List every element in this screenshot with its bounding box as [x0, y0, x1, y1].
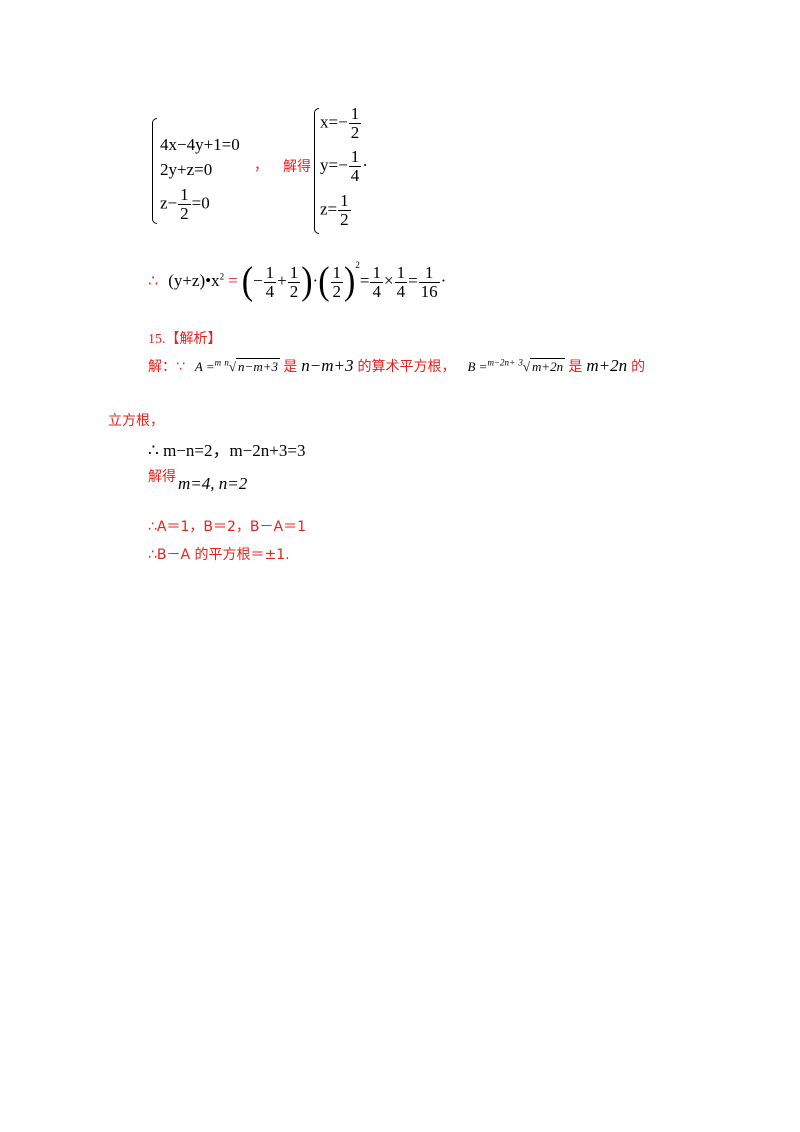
equation-3-left: z− — [160, 193, 178, 213]
section-heading: 15.【解析】 — [148, 328, 222, 348]
A-index-1: m — [214, 357, 222, 368]
minus-sign: − — [253, 271, 263, 290]
solution-intro: 解：∵ — [148, 359, 185, 375]
solution-continuation: 立方根， — [108, 413, 164, 429]
fraction-denominator: 4 — [263, 281, 277, 301]
fraction-numerator: 1 — [180, 185, 189, 204]
equals-sign: = — [359, 271, 370, 290]
therefore-symbol: ∴ — [148, 271, 159, 290]
fraction-numerator: 1 — [372, 262, 381, 282]
solve-label-2: 解得 — [148, 469, 176, 485]
fraction-denominator: 2 — [287, 281, 301, 301]
A-index-2: n — [224, 357, 229, 368]
solution-line-1: 解：∵ A =m n√n−m+3 是 n−m+3 的算术平方根， B =m−2n… — [148, 356, 645, 376]
B-index-2: 3 — [518, 357, 523, 368]
paren-close: ) — [301, 260, 313, 303]
solution-z-left: z= — [320, 199, 338, 219]
fraction-numerator: 1 — [350, 104, 360, 123]
B-label: B = — [467, 359, 488, 374]
solution-y-dot: · — [362, 155, 368, 175]
B-definition: B =m−2n+ 3√m+2n — [467, 357, 568, 374]
fraction-numerator: 1 — [340, 191, 349, 210]
fraction-denominator: 2 — [338, 209, 351, 229]
paren-open-2: ( — [318, 260, 330, 303]
fraction-denominator: 2 — [178, 203, 191, 223]
left-brace — [152, 118, 157, 224]
A-definition: A =m n√n−m+3 — [194, 357, 283, 374]
fraction-numerator: 1 — [396, 262, 406, 282]
plus-sign: + — [277, 271, 287, 290]
solve-label: 解得 — [283, 159, 311, 175]
dot-operator: · — [312, 271, 319, 290]
fraction-numerator: 1 — [332, 262, 342, 282]
fraction-denominator: 2 — [330, 281, 344, 301]
radical-sign: √ — [228, 359, 237, 374]
is-text-2: 是 — [568, 359, 583, 375]
fraction-denominator: 2 — [348, 122, 362, 142]
de-text: 的 — [631, 359, 646, 375]
square-exponent: 2 — [355, 260, 360, 270]
calc-lhs-exponent: 2 — [219, 271, 225, 282]
radical-sign-2: √ — [522, 359, 530, 374]
A-radicand: n−m+3 — [236, 358, 280, 374]
is-text-1: 是 — [283, 359, 298, 375]
fraction-denominator: 4 — [348, 165, 362, 185]
B-index: m−2n+ — [487, 357, 516, 368]
A-label: A = — [194, 359, 215, 374]
equation-1: 4x−4y+1=0 — [160, 135, 240, 154]
solution-x-left: x=− — [320, 112, 348, 132]
times-sign: × — [383, 271, 394, 290]
comma: ， — [254, 158, 268, 174]
equals-sign-2: = — [408, 271, 418, 290]
section-title: 【解析】 — [165, 331, 222, 347]
fraction-numerator: 1 — [265, 262, 275, 282]
equation-2: 2y+z=0 — [160, 160, 213, 179]
expression-2: m+2n — [586, 356, 628, 375]
fraction-numerator: 1 — [350, 147, 360, 166]
equation-3-right: =0 — [191, 193, 210, 213]
solution-brace — [314, 108, 319, 234]
fraction-numerator: 1 — [289, 262, 299, 282]
solution-y-left: y=− — [320, 155, 348, 175]
calc-lhs: (y+z)•x2 — [168, 271, 224, 290]
B-radicand: m+2n — [529, 358, 566, 374]
solution-line-3: ∴A＝1，B＝2，B－A＝1 — [148, 519, 306, 535]
description-1: 的算术平方根， — [357, 359, 456, 375]
solution-line-2: ∴ m−n=2，m−2n+3=3 — [148, 441, 306, 460]
calc-equals-red: = — [228, 271, 238, 290]
calc-lhs-text: (y+z)•x — [168, 271, 220, 290]
section-number: 15. — [148, 332, 166, 347]
end-dot: · — [440, 271, 447, 290]
fraction-denominator: 4 — [370, 281, 383, 301]
fraction-denominator: 4 — [394, 281, 408, 301]
expression-1: n−m+3 — [301, 356, 354, 375]
solution-line-4: ∴B－A 的平方根＝±1. — [148, 547, 290, 563]
paren-open: ( — [241, 260, 254, 303]
solution-result: m=4, n=2 — [178, 474, 248, 493]
fraction-denominator: 16 — [418, 281, 440, 301]
fraction-numerator: 1 — [424, 262, 434, 282]
paren-close-2: ) — [344, 260, 356, 303]
